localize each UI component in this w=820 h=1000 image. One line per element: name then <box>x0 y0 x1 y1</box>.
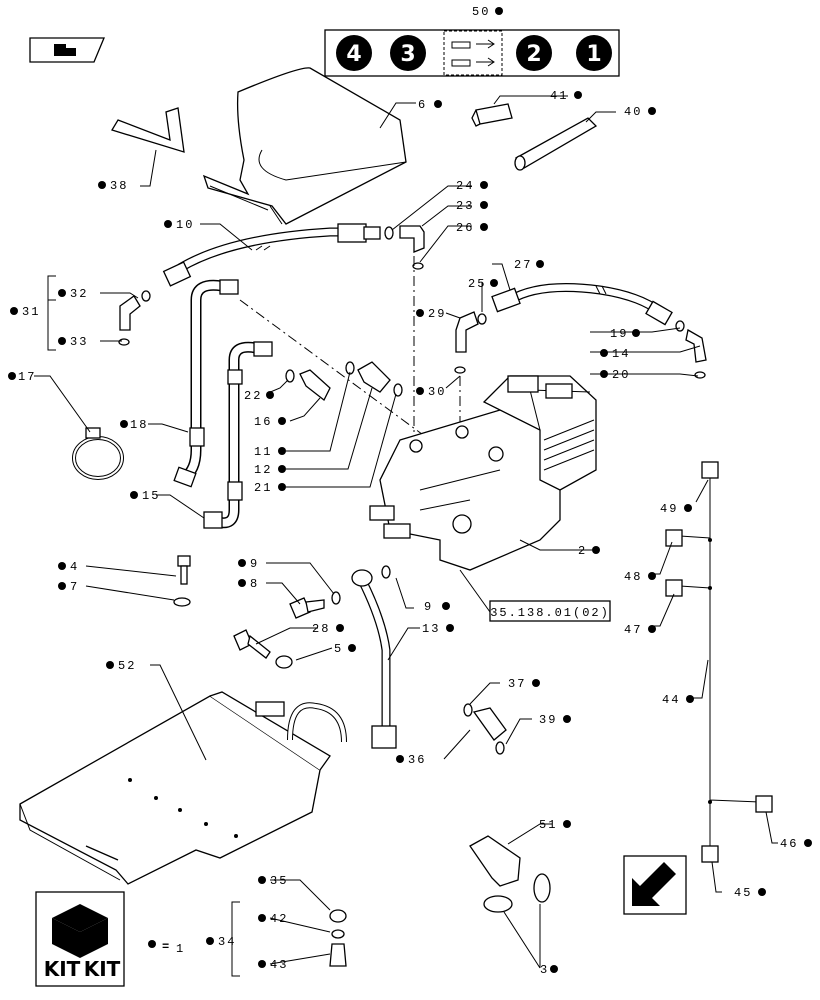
label-21: 21 <box>254 481 272 495</box>
sequence-step-4-label: 4 <box>346 42 361 67</box>
bolts-and-washers <box>173 555 391 669</box>
mounting-bracket <box>19 691 347 885</box>
label-3: 3 <box>540 963 549 977</box>
kit-label-right: KIT <box>84 957 121 981</box>
label-43: 43 <box>270 958 288 972</box>
label-12: 12 <box>254 463 272 477</box>
label-35: 35 <box>270 874 288 888</box>
kit-equals-sub: 1 <box>176 942 185 956</box>
label-9-upper: 9 <box>250 557 259 571</box>
hose-assembly-right <box>491 283 673 326</box>
plug-fittings <box>329 909 347 967</box>
label-34: 34 <box>218 935 236 949</box>
sequence-step-2-label: 2 <box>526 42 541 67</box>
label-18: 18 <box>130 418 148 432</box>
protective-sleeve <box>515 117 598 169</box>
vertical-hoses <box>173 279 273 529</box>
drain-hose <box>351 569 397 749</box>
label-51: 51 <box>539 818 557 832</box>
label-2: 2 <box>578 544 587 558</box>
label-44: 44 <box>662 693 680 707</box>
label-5: 5 <box>334 642 343 656</box>
label-48: 48 <box>624 570 642 584</box>
label-24: 24 <box>456 179 474 193</box>
kit-equals: = <box>162 940 171 954</box>
label-7: 7 <box>70 580 79 594</box>
label-29: 29 <box>428 307 446 321</box>
sequence-step-3 <box>390 35 426 71</box>
label-6: 6 <box>418 98 427 112</box>
label-32: 32 <box>70 287 88 301</box>
label-26: 26 <box>456 221 474 235</box>
label-50: 50 <box>472 5 490 19</box>
label-27: 27 <box>514 258 532 272</box>
reference-box <box>489 600 611 622</box>
assembly-step-icon <box>443 30 503 76</box>
direction-arrow-icon <box>623 855 687 915</box>
label-23: 23 <box>456 199 474 213</box>
kit-label-left: KIT <box>44 957 81 981</box>
elbow-fitting-left <box>118 290 151 346</box>
label-42: 42 <box>270 912 288 926</box>
label-14: 14 <box>612 347 630 361</box>
tee-fitting <box>469 835 551 913</box>
label-16: 16 <box>254 415 272 429</box>
label-36: 36 <box>408 753 426 767</box>
label-25: 25 <box>468 277 486 291</box>
label-30: 30 <box>428 385 446 399</box>
wiring-harness <box>665 461 773 863</box>
label-49: 49 <box>660 502 678 516</box>
label-19: 19 <box>610 327 628 341</box>
elbow-fittings-top <box>384 225 707 379</box>
label-11: 11 <box>254 445 272 459</box>
part-labels: 50 6 41 40 38 24 23 26 10 27 25 32 31 33… <box>18 5 798 977</box>
kit-icon: KIT KIT <box>35 891 125 987</box>
label-33: 33 <box>70 335 88 349</box>
label-22: 22 <box>244 389 262 403</box>
straight-adapter <box>463 703 507 755</box>
label-39: 39 <box>539 713 557 727</box>
rubber-block <box>471 103 513 127</box>
label-38: 38 <box>110 179 128 193</box>
reference-box-label: 35.138.01(02) <box>490 606 610 620</box>
sequence-box: 4 3 2 1 <box>324 29 620 77</box>
label-4: 4 <box>70 560 79 574</box>
l-shaped-hose <box>111 107 185 153</box>
label-28: 28 <box>312 622 330 636</box>
sequence-step-2 <box>516 35 552 71</box>
label-20: 20 <box>612 368 630 382</box>
label-46: 46 <box>780 837 798 851</box>
label-bullets <box>8 7 812 973</box>
label-15: 15 <box>142 489 160 503</box>
label-10: 10 <box>176 218 194 232</box>
leader-lines <box>34 95 778 977</box>
hose-assembly-top <box>162 223 381 287</box>
label-8: 8 <box>250 577 259 591</box>
sequence-step-4 <box>336 35 372 71</box>
label-9-lower: 9 <box>424 600 433 614</box>
label-37: 37 <box>508 677 526 691</box>
label-31: 31 <box>22 305 40 319</box>
label-17: 17 <box>18 370 36 384</box>
label-47: 47 <box>624 623 642 637</box>
label-40: 40 <box>624 105 642 119</box>
label-41: 41 <box>550 89 568 103</box>
hose-clamp <box>72 427 124 480</box>
manual-book-icon <box>29 37 105 63</box>
sequence-step-1 <box>576 35 612 71</box>
cover-plate <box>202 67 407 225</box>
adapter-fittings <box>285 361 403 401</box>
label-45: 45 <box>734 886 752 900</box>
sequence-step-3-label: 3 <box>400 42 415 67</box>
control-valve <box>369 375 597 571</box>
label-52: 52 <box>118 659 136 673</box>
sequence-step-1-label: 1 <box>586 42 601 67</box>
label-13: 13 <box>422 622 440 636</box>
